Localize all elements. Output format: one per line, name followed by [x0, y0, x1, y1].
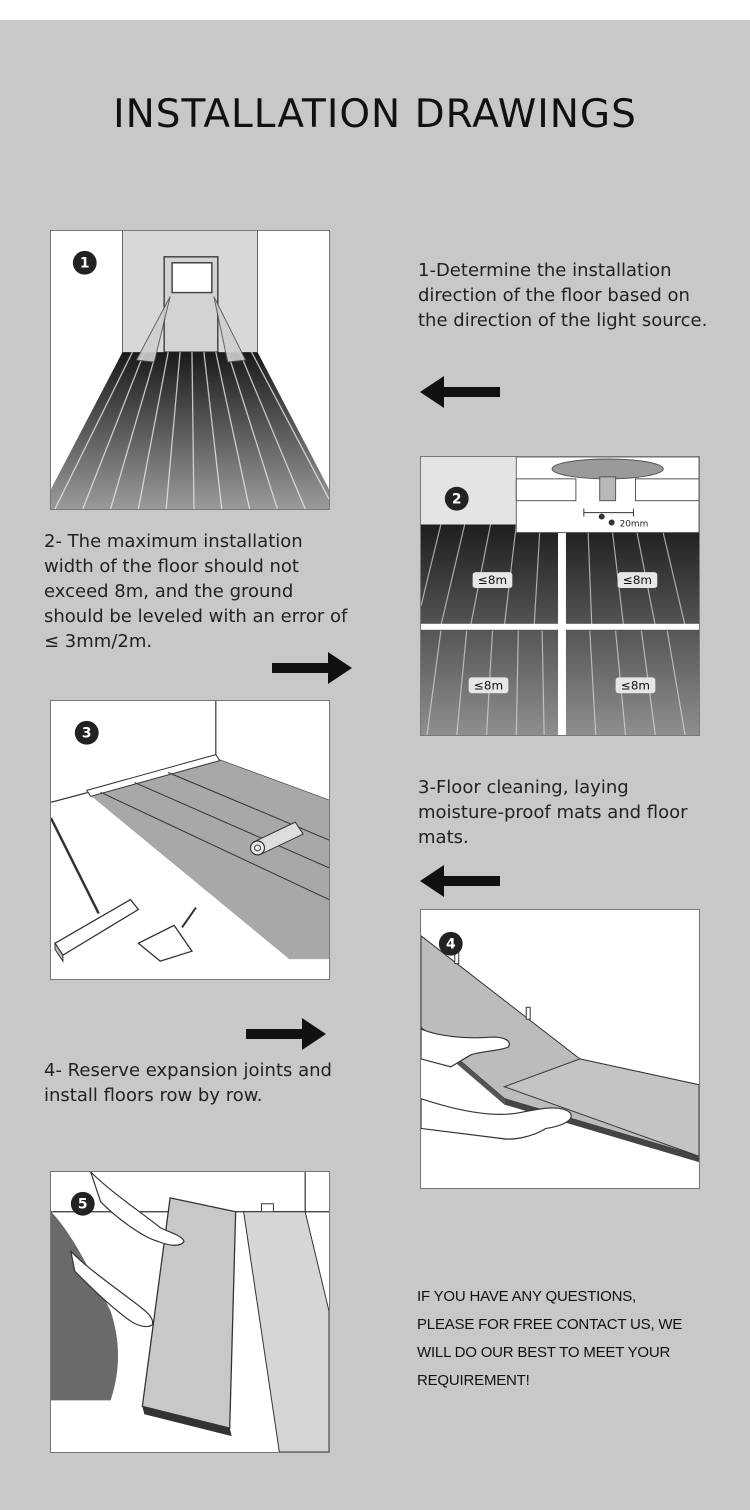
contact-line: PLEASE FOR FREE CONTACT US, WE: [417, 1316, 683, 1333]
step-1-badge: 1: [80, 256, 90, 272]
step-3-badge: 3: [82, 726, 92, 742]
broom: [51, 817, 140, 963]
area-label-top-right: ≤8m: [617, 572, 658, 589]
arrow-left-icon: [420, 376, 500, 408]
room-light-direction-drawing: 1: [51, 231, 329, 509]
step-4-illustration: 4: [420, 909, 700, 1189]
svg-text:≤8m: ≤8m: [474, 678, 503, 692]
arrow-right-icon: [246, 1018, 326, 1050]
page-title: INSTALLATION DRAWINGS: [113, 92, 637, 137]
contact-line: REQUIREMENT!: [417, 1372, 530, 1389]
svg-text:≤8m: ≤8m: [623, 573, 652, 587]
contact-line: IF YOU HAVE ANY QUESTIONS,: [417, 1288, 637, 1305]
svg-text:≤8m: ≤8m: [621, 678, 650, 692]
installer-hands: [69, 1172, 185, 1328]
step-5-illustration: 5: [50, 1171, 330, 1453]
area-label-bottom-left: ≤8m: [468, 677, 509, 694]
step-5-badge: 5: [78, 1197, 88, 1213]
contact-line: WILL DO OUR BEST TO MEET YOUR: [417, 1344, 671, 1361]
installation-page: INSTALLATION DRAWINGS: [0, 20, 750, 1510]
hands: [421, 1028, 572, 1140]
step-2-text: 2- The maximum installation width of the…: [44, 531, 348, 652]
floor-width-limit-drawing: 20mm ≤8m ≤8m ≤8m ≤8m 2: [421, 457, 699, 735]
mat-roll: [249, 821, 304, 856]
contact-message: IF YOU HAVE ANY QUESTIONS, PLEASE FOR FR…: [417, 1283, 737, 1395]
expansion-joint-installation-drawing: 4: [421, 910, 699, 1188]
area-label-bottom-right: ≤8m: [615, 677, 656, 694]
svg-text:≤8m: ≤8m: [478, 573, 507, 587]
step-2-illustration: 20mm ≤8m ≤8m ≤8m ≤8m 2: [420, 456, 700, 736]
area-label-top-left: ≤8m: [472, 572, 513, 589]
dustpan: [137, 906, 197, 962]
step-1-text: 1-Determine the installation direction o…: [418, 260, 708, 331]
step-3-text: 3-Floor cleaning, laying moisture-proof …: [418, 777, 688, 848]
dimension-label: 20mm: [620, 520, 649, 530]
step-1-illustration: 1: [50, 230, 330, 510]
step-2-badge: 2: [452, 492, 462, 508]
arrow-left-icon: [420, 865, 500, 897]
step-3-illustration: 3: [50, 700, 330, 980]
arrow-right-icon: [272, 652, 352, 684]
step-4-text: 4- Reserve expansion joints and install …: [44, 1060, 332, 1106]
step-4-badge: 4: [446, 937, 456, 953]
floor-cleaning-drawing: 3: [51, 701, 329, 979]
row-by-row-installation-drawing: 5: [51, 1172, 329, 1452]
